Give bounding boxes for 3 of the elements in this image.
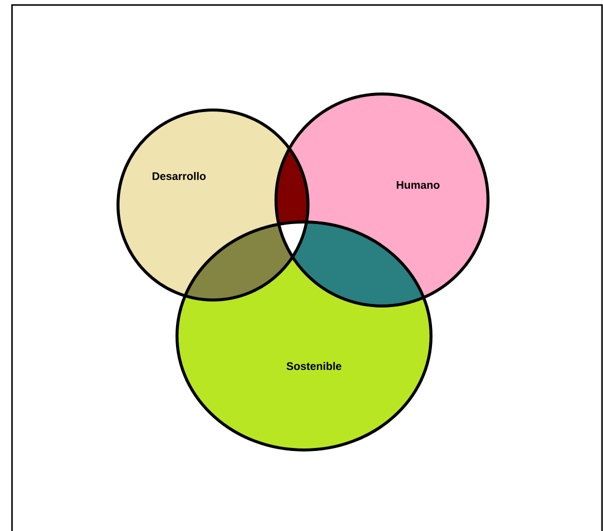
- circle-label: Desarrollo: [152, 172, 206, 180]
- circle-label: Humano: [396, 181, 440, 189]
- circle-label: Sostenible: [286, 362, 342, 370]
